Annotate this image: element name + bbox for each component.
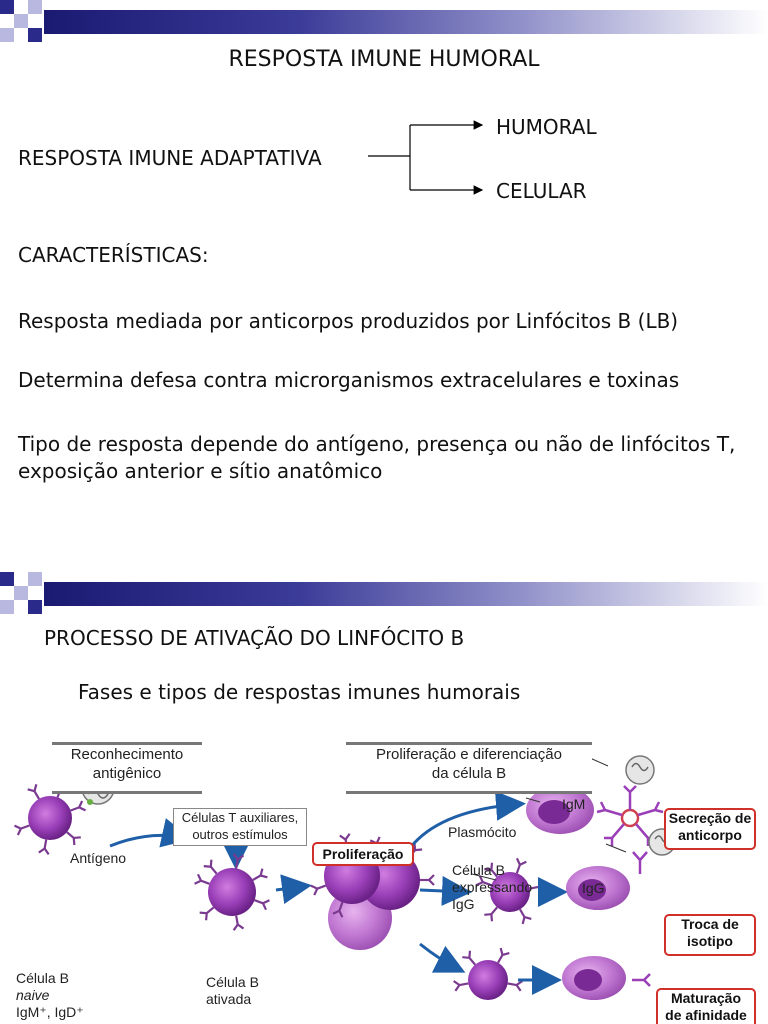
- header-square: [28, 28, 42, 42]
- igg-expressing-b-cell: [475, 857, 546, 926]
- high-affinity-b-cell: [452, 946, 524, 1000]
- antibody-secretion-tag: Secreção de anticorpo: [664, 808, 756, 850]
- slide-subtitle: Fases e tipos de respostas imunes humora…: [78, 680, 521, 704]
- branch-celular: CELULAR: [496, 179, 587, 203]
- igg-cell-label-line: expressando: [452, 879, 533, 895]
- antibody: [632, 973, 651, 987]
- b-cell-activation-figure: Reconhecimento antigênico Proliferação e…: [0, 730, 768, 1024]
- phase-label: Reconhecimento: [70, 746, 184, 763]
- header-square: [28, 600, 42, 614]
- header-square: [0, 28, 14, 42]
- helper-t-cells-box: Células T auxiliares, outros estímulos: [173, 808, 307, 846]
- characteristic-2: Determina defesa contra microrganismos e…: [18, 368, 680, 392]
- tag-line: de afinidade: [665, 1007, 747, 1023]
- phase-label: antigênico: [92, 765, 162, 782]
- header-square: [28, 0, 42, 14]
- header-square: [28, 572, 42, 586]
- characteristic-3-line-1: Tipo de resposta depende do antígeno, pr…: [18, 432, 736, 456]
- phase-label: Proliferação e diferenciação: [376, 746, 562, 763]
- igg-cell-label-line: Célula B: [452, 862, 505, 878]
- phase-proliferation-differentiation: Proliferação e diferenciação da célula B: [346, 742, 592, 794]
- naive-label-line: naive: [16, 987, 50, 1003]
- tag-line: isotipo: [687, 933, 733, 949]
- activated-b-cell: [193, 852, 271, 932]
- igg-antibody: [632, 851, 648, 874]
- naive-b-cell-label: Célula B naive IgM⁺, IgD⁺: [16, 970, 84, 1021]
- igm-antibody: [596, 785, 664, 846]
- header-bar: [44, 10, 768, 34]
- plasma-cell-top: [526, 786, 594, 834]
- plasma-cell-middle: [566, 866, 630, 910]
- isotype-switch-tag: Troca de isotipo: [664, 914, 756, 956]
- tag-line: Maturação: [670, 990, 742, 1006]
- igg-label: IgG: [582, 880, 605, 896]
- naive-label-line: IgM⁺, IgD⁺: [16, 1004, 84, 1020]
- antigen-label: Antígeno: [70, 850, 127, 866]
- slide-1: RESPOSTA IMUNE HUMORAL RESPOSTA IMUNE AD…: [0, 0, 768, 483]
- affinity-maturation-tag: Maturação de afinidade: [656, 988, 756, 1024]
- plasmocyte-label: Plasmócito: [448, 824, 517, 840]
- header-square: [0, 600, 14, 614]
- plasma-cell-bottom: [562, 956, 626, 1000]
- characteristic-1: Resposta mediada por anticorpos produzid…: [18, 309, 679, 333]
- characteristics-heading: CARACTERÍSTICAS:: [18, 243, 209, 267]
- header-square: [0, 0, 14, 14]
- activated-label-line: Célula B: [206, 974, 259, 990]
- adaptive-response-label: RESPOSTA IMUNE ADAPTATIVA: [18, 146, 322, 170]
- igg-cell-label-line: IgG: [452, 896, 475, 912]
- slide-title: RESPOSTA IMUNE HUMORAL: [228, 47, 540, 72]
- branch-arrows-diagram: [368, 120, 484, 195]
- slide-title: PROCESSO DE ATIVAÇÃO DO LINFÓCITO B: [44, 626, 465, 650]
- header-bar: [44, 582, 768, 606]
- igg-expressing-cell-label: Célula B expressando IgG: [452, 862, 532, 913]
- tag-line: anticorpo: [678, 827, 742, 843]
- tag-line: Secreção de: [668, 810, 752, 826]
- slide-2: PROCESSO DE ATIVAÇÃO DO LINFÓCITO B Fase…: [0, 572, 768, 1024]
- phase-label: da célula B: [431, 765, 507, 782]
- phase-antigen-recognition: Reconhecimento antigênico: [52, 742, 202, 794]
- helper-label: Células T auxiliares,: [181, 810, 299, 825]
- activated-label-line: ativada: [206, 991, 252, 1007]
- header-square: [14, 586, 28, 600]
- tag-line: Troca de: [681, 916, 739, 932]
- characteristic-3-line-2: exposição anterior e sítio anatômico: [18, 459, 383, 483]
- activated-b-cell-label: Célula B ativada: [206, 974, 259, 1008]
- branch-humoral: HUMORAL: [496, 115, 597, 139]
- igm-label: IgM: [562, 796, 586, 812]
- antigen-molecule: [625, 755, 655, 785]
- naive-b-cell: [13, 781, 87, 856]
- naive-label-line: Célula B: [16, 970, 69, 986]
- proliferation-tag: Proliferação: [312, 842, 414, 866]
- helper-label: outros estímulos: [192, 827, 288, 842]
- header-square: [0, 572, 14, 586]
- header-square: [14, 14, 28, 28]
